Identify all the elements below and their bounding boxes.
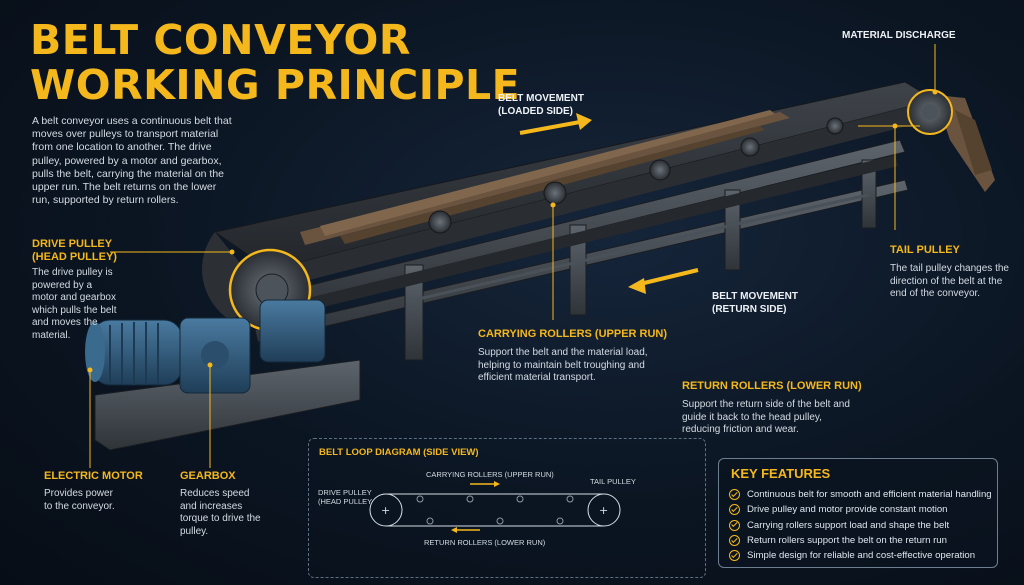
feature-item: Simple design for reliable and cost-effe…	[729, 548, 992, 563]
feature-item: Carrying rollers support load and shape …	[729, 518, 992, 533]
diagram-drive-line2: (HEAD PULLEY	[318, 497, 373, 506]
belt-loaded-label: BELT MOVEMENT (LOADED SIDE)	[498, 92, 584, 118]
diagram-drive-line1: DRIVE PULLEY	[318, 488, 372, 497]
diagram-drive-label: DRIVE PULLEY (HEAD PULLEY	[318, 488, 372, 506]
check-icon	[729, 489, 740, 501]
return-rollers-desc: Support the return side of the belt and …	[682, 399, 850, 436]
key-features-list: Continuous belt for smooth and efficient…	[729, 487, 992, 563]
svg-text:+: +	[599, 504, 608, 517]
check-icon	[729, 504, 740, 516]
motor-base	[94, 359, 361, 451]
feature-text: Carrying rollers support load and shape …	[747, 519, 950, 531]
belt-loop-diagram-graphic: ++	[369, 481, 621, 533]
gearbox-graphic	[179, 299, 326, 394]
diagram-carrying-label: CARRYING ROLLERS (UPPER RUN)	[426, 470, 554, 479]
feature-item: Drive pulley and motor provide constant …	[729, 502, 992, 517]
belt-return-label: BELT MOVEMENT (RETURN SIDE)	[712, 290, 798, 316]
intro-paragraph: A belt conveyor uses a continuous belt t…	[32, 115, 232, 207]
page-title: BELT CONVEYOR WORKING PRINCIPLE	[30, 18, 520, 108]
check-icon	[729, 550, 740, 562]
key-features-title: KEY FEATURES	[731, 466, 831, 481]
diagram-tail-label: TAIL PULLEY	[590, 477, 636, 486]
drive-pulley-desc: The drive pulley is powered by a motor a…	[32, 267, 117, 341]
drive-pulley-line1: DRIVE PULLEY	[32, 238, 113, 250]
check-icon	[729, 535, 740, 547]
feature-text: Continuous belt for smooth and efficient…	[747, 489, 992, 501]
belt-loaded-line2: (LOADED SIDE)	[498, 106, 573, 117]
check-icon	[729, 519, 740, 531]
tail-pulley-desc: The tail pulley changes the direction of…	[890, 263, 1009, 300]
loaded-direction-arrow	[519, 113, 592, 135]
feature-text: Simple design for reliable and cost-effe…	[747, 550, 976, 562]
drive-pulley-line2: (HEAD PULLEY)	[32, 251, 117, 263]
title-line-2: WORKING PRINCIPLE	[30, 61, 521, 109]
belt-return-line1: BELT MOVEMENT	[712, 291, 798, 302]
feature-item: Continuous belt for smooth and efficient…	[729, 487, 992, 502]
belt-loaded-line1: BELT MOVEMENT	[498, 93, 584, 104]
feature-text: Return rollers support the belt on the r…	[747, 535, 947, 547]
support-frame	[249, 139, 909, 361]
tail-pulley-label: TAIL PULLEY	[890, 244, 960, 256]
carrying-rollers	[428, 117, 844, 234]
belt-loop-diagram: BELT LOOP DIAGRAM (SIDE VIEW)	[308, 438, 706, 578]
belt-return-line2: (RETURN SIDE)	[712, 304, 787, 315]
title-line-1: BELT CONVEYOR	[30, 16, 411, 64]
drive-pulley-label: DRIVE PULLEY (HEAD PULLEY)	[32, 238, 117, 264]
electric-motor-label: ELECTRIC MOTOR	[44, 470, 143, 482]
gearbox-label: GEARBOX	[180, 470, 236, 482]
return-rollers-label: RETURN ROLLERS (LOWER RUN)	[682, 380, 862, 392]
material-discharge-label: MATERIAL DISCHARGE	[842, 30, 956, 41]
diagram-title: BELT LOOP DIAGRAM (SIDE VIEW)	[319, 447, 479, 458]
feature-text: Drive pulley and motor provide constant …	[747, 504, 948, 516]
return-direction-arrow	[628, 268, 699, 294]
key-features-panel: KEY FEATURES Continuous belt for smooth …	[718, 458, 998, 568]
carrying-rollers-desc: Support the belt and the material load, …	[478, 347, 648, 384]
tail-pulley-graphic	[907, 89, 953, 135]
carrying-rollers-label: CARRYING ROLLERS (UPPER RUN)	[478, 328, 668, 340]
diagram-return-label: RETURN ROLLERS (LOWER RUN)	[424, 538, 546, 547]
feature-item: Return rollers support the belt on the r…	[729, 533, 992, 548]
gearbox-desc: Reduces speed and increases torque to dr…	[180, 488, 261, 537]
svg-text:+: +	[381, 504, 390, 517]
electric-motor-graphic	[85, 319, 183, 386]
leader-lines	[87, 44, 938, 468]
electric-motor-desc: Provides power to the conveyor.	[44, 488, 115, 512]
